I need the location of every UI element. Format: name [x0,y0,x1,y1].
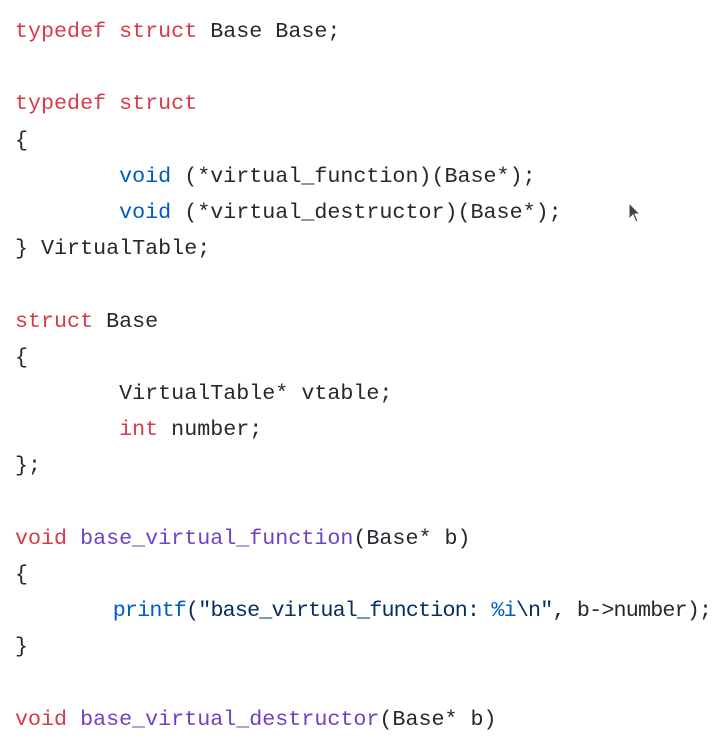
code-line: }; [15,448,711,484]
code-line: void (*virtual_function)(Base*); [15,159,711,195]
code-line: { [15,557,711,593]
code-token: void [119,199,172,225]
code-token: { [15,127,29,153]
code-line: int number; [15,412,711,448]
code-token: void [119,163,172,189]
code-line: void (*virtual_destructor)(Base*); [15,195,711,231]
code-token: }; [15,453,42,479]
code-line: printf("base_virtual_function: %i\n", b-… [15,593,712,629]
code-token: base_virtual_function [80,525,354,551]
code-token: (Base* b) [353,525,471,551]
code-line: struct Base [15,304,711,340]
code-line [15,665,711,701]
code-token [67,526,80,551]
code-line: } VirtualTable; [15,231,711,267]
code-token: VirtualTable* vtable; [15,380,393,406]
code-token: (*virtual_destructor)(Base*); [171,199,562,225]
code-line [15,50,711,86]
code-token: int [119,417,159,443]
code-token: \n" [515,598,553,623]
code-token: } VirtualTable; [15,236,211,262]
code-token: ("base_virtual_function: [186,598,492,623]
code-token: typedef [15,19,107,44]
code-token [67,707,80,732]
code-token [106,91,119,116]
code-token: void [15,706,68,732]
code-token [15,598,113,623]
code-line: VirtualTable* vtable; [15,376,711,412]
code-token: base_virtual_destructor [80,706,380,732]
code-token: typedef [15,91,107,117]
code-token: Base Base; [197,19,341,44]
code-token: (Base* b) [379,706,497,732]
code-token: (*virtual_function)(Base*); [171,163,536,189]
code-block: typedef struct Base Base; typedef struct… [15,14,712,738]
code-token [15,200,119,225]
code-token: , b->number); [552,598,712,623]
code-token: Base [93,308,159,334]
code-line: void base_virtual_destructor(Base* b) [15,702,711,738]
code-token: } [15,634,29,660]
code-token: { [15,561,29,587]
code-token: struct [119,91,198,117]
code-token: void [15,525,68,551]
code-token: { [15,344,29,370]
code-token: %i [491,598,516,623]
code-token: struct [119,19,198,44]
mouse-pointer-icon [628,202,642,223]
code-line: { [15,123,711,159]
code-line: typedef struct [15,86,711,122]
code-line [15,484,711,520]
code-line: } [15,629,711,665]
code-token [106,19,119,44]
code-token [15,417,119,442]
code-line [15,267,711,303]
code-token: number; [158,417,263,443]
code-line: { [15,340,711,376]
code-token: struct [15,308,94,334]
code-line: void base_virtual_function(Base* b) [15,521,711,557]
code-line: typedef struct Base Base; [15,14,711,50]
code-token [15,164,119,189]
code-token: printf [112,598,187,623]
